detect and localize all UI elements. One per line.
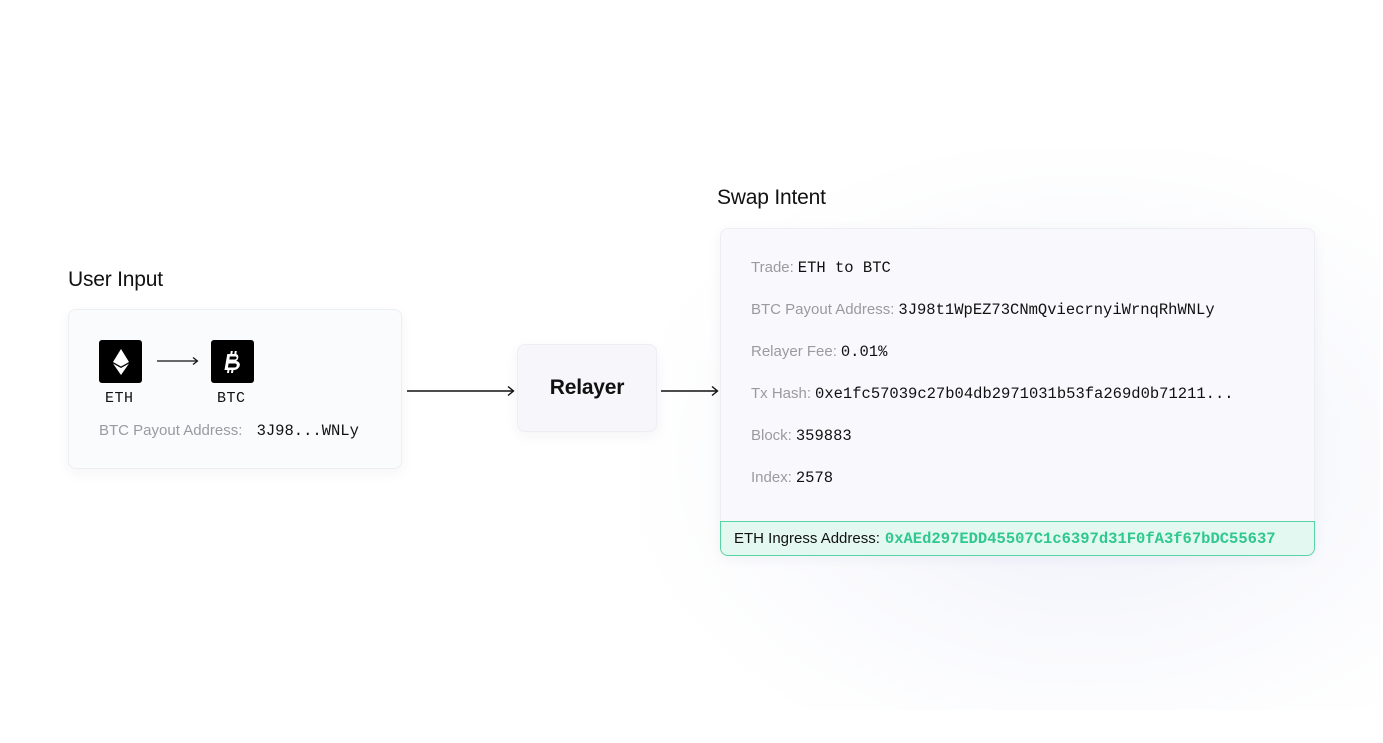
user-input-title: User Input [68, 268, 163, 291]
from-token-label: ETH [105, 390, 134, 407]
field-value: 3J98t1WpEZ73CNmQviecrnyiWrnqRhWNLy [898, 301, 1215, 319]
field-trade: Trade:ETH to BTC [751, 259, 891, 277]
bitcoin-icon [211, 340, 254, 383]
payout-address-label: BTC Payout Address: [99, 422, 243, 439]
field-value: 2578 [795, 469, 834, 487]
field-btc-payout-address: BTC Payout Address:3J98t1WpEZ73CNmQviecr… [751, 301, 1215, 319]
eth-ingress-address-banner: ETH Ingress Address: 0xAEd297EDD45507C1c… [720, 521, 1315, 556]
field-index: Index:2578 [751, 469, 833, 487]
field-label: Relayer Fee: [751, 343, 837, 360]
field-block: Block:359883 [751, 427, 852, 445]
field-label: Tx Hash: [751, 385, 812, 402]
field-label: Trade: [751, 259, 794, 276]
field-label: Index: [751, 469, 792, 486]
arrow-to-relayer-icon [407, 385, 515, 397]
field-label: BTC Payout Address: [751, 301, 895, 318]
field-value: 0.01% [840, 343, 888, 361]
field-label: Block: [751, 427, 792, 444]
payout-address-value: 3J98...WNLy [256, 422, 359, 440]
relayer-label: Relayer [549, 376, 625, 399]
field-tx-hash: Tx Hash:0xe1fc57039c27b04db2971031b53fa2… [751, 385, 1234, 403]
swap-intent-card: Trade:ETH to BTC BTC Payout Address:3J98… [720, 228, 1315, 556]
arrow-to-swap-intent-icon [661, 385, 719, 397]
ethereum-icon [99, 340, 142, 383]
arrow-right-icon [157, 357, 199, 365]
relayer-node: Relayer [517, 344, 657, 432]
ingress-address-value: 0xAEd297EDD45507C1c6397d31F0fA3f67bDC556… [884, 529, 1276, 548]
field-value: ETH to BTC [797, 259, 891, 277]
user-input-card: ETH BTC BTC Payout Address: 3J98...WNLy [68, 309, 402, 469]
field-value: 359883 [795, 427, 852, 445]
to-token-label: BTC [217, 390, 246, 407]
payout-address-row: BTC Payout Address: 3J98...WNLy [99, 422, 359, 440]
swap-intent-title: Swap Intent [717, 186, 826, 209]
field-relayer-fee: Relayer Fee:0.01% [751, 343, 887, 361]
ingress-label: ETH Ingress Address: [734, 530, 880, 547]
field-value: 0xe1fc57039c27b04db2971031b53fa269d0b712… [815, 385, 1234, 403]
